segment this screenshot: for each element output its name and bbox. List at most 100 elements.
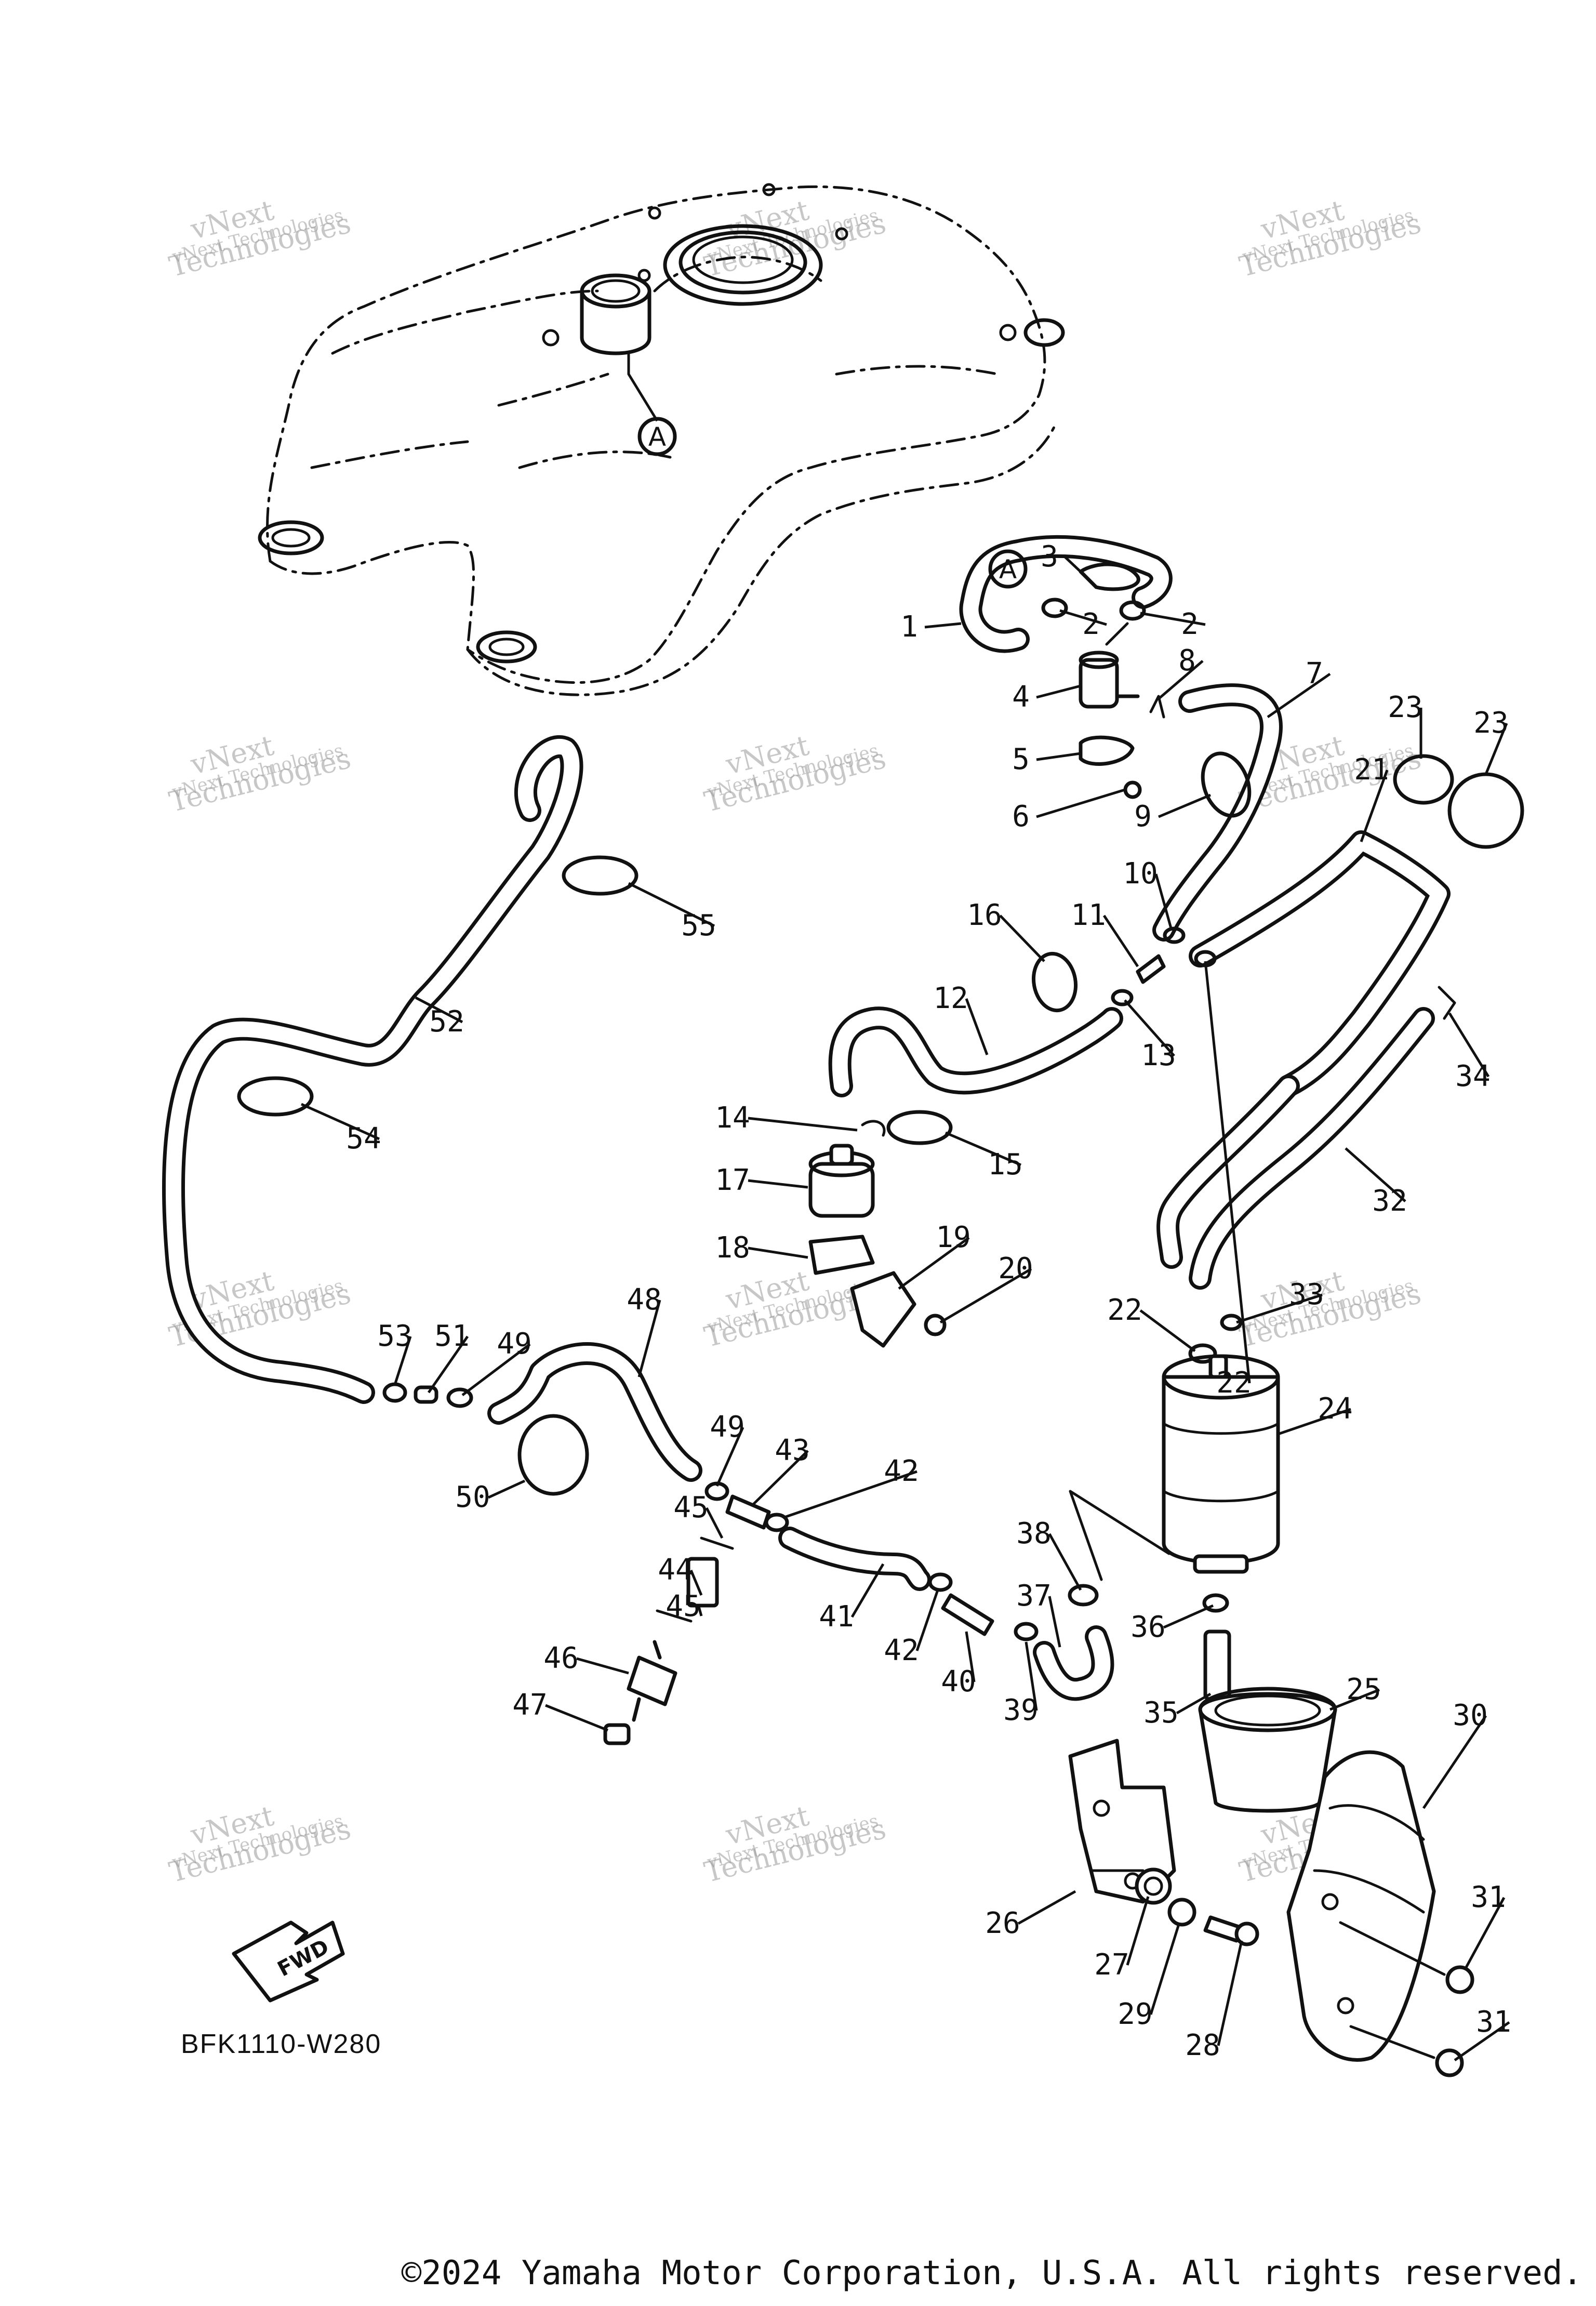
callout-number: 2: [1082, 607, 1100, 641]
callout-number: 42: [884, 1634, 919, 1667]
callout-number: 28: [1185, 2029, 1220, 2062]
leader-line: [784, 1470, 917, 1519]
leader-line: [999, 915, 1045, 962]
leader-line: [748, 1247, 808, 1259]
callout-number: 8: [1178, 644, 1196, 678]
leader-line: [1140, 612, 1206, 626]
callout-number: 24: [1318, 1392, 1352, 1426]
callout-number: 7: [1306, 657, 1323, 691]
leader-line: [1360, 770, 1389, 842]
leader-line: [1139, 1309, 1196, 1353]
leader-line: [1036, 788, 1125, 818]
leader-line: [1454, 2021, 1510, 2062]
callout-number: 37: [1016, 1579, 1051, 1613]
leader-line: [461, 1343, 531, 1396]
callout-number: 46: [543, 1641, 578, 1675]
leader-line: [1158, 660, 1204, 700]
leader-line: [628, 882, 715, 927]
callout-number: 16: [967, 898, 1002, 932]
leader-line: [1025, 1641, 1038, 1711]
leader-line: [850, 1563, 885, 1618]
callout-number: 23: [1473, 706, 1508, 740]
callout-number: 12: [933, 982, 968, 1015]
clamps-and-fittings: [237, 562, 1524, 1745]
leader-line: [1422, 1715, 1487, 1809]
callout-number: 23: [1388, 691, 1422, 724]
callout-number: 4: [1012, 680, 1030, 714]
leader-line: [748, 1179, 808, 1189]
callout-number: 52: [429, 1005, 464, 1039]
callout-number: 22: [1216, 1366, 1251, 1400]
leader-line: [752, 1450, 809, 1505]
callout-number: 1: [900, 610, 918, 644]
fuel-tank: A: [258, 183, 1065, 696]
callout-number: 45: [666, 1589, 700, 1623]
callout-number: 48: [627, 1283, 661, 1317]
leader-line: [1102, 915, 1139, 968]
leader-line: [915, 1589, 939, 1651]
callout-number: 31: [1471, 1880, 1506, 1914]
leader-line: [1059, 609, 1107, 626]
reference-mark-a-hose: A: [999, 554, 1017, 585]
callout-number: 15: [988, 1148, 1022, 1182]
callout-number: 9: [1134, 800, 1152, 833]
leader-line: [487, 1479, 526, 1499]
leader-line: [1036, 684, 1081, 699]
callout-number: 40: [941, 1665, 976, 1699]
leader-line: [1158, 793, 1211, 818]
leader-line: [1048, 1533, 1082, 1591]
leader-line: [1464, 1897, 1506, 1970]
diagram-code: BFK1110-W280: [181, 2029, 382, 2059]
leader-line: [965, 998, 989, 1055]
callout-number: 42: [884, 1454, 919, 1488]
callout-number: 26: [985, 1906, 1020, 1940]
callout-number: 54: [346, 1122, 381, 1156]
leader-line: [1126, 1896, 1150, 1966]
callout-number: 13: [1141, 1039, 1176, 1072]
callout-number: 53: [377, 1319, 412, 1353]
leader-line: [1124, 999, 1175, 1057]
leader-line: [1149, 1922, 1181, 2015]
leader-line: [689, 1570, 703, 1596]
callout-number: 17: [715, 1163, 750, 1197]
callout-number: 19: [936, 1221, 970, 1254]
canister-bracket-assembly: [1068, 1687, 1436, 2062]
leader-line: [1236, 1293, 1323, 1324]
leader-line: [748, 1117, 858, 1132]
callout-number: 14: [715, 1101, 750, 1135]
leader-line: [1345, 1147, 1406, 1202]
callout-number: 32: [1372, 1184, 1407, 1218]
callout-number: 29: [1118, 1997, 1152, 2031]
leader-line: [300, 1103, 380, 1141]
leader-line: [945, 1131, 1021, 1167]
callout-number: 50: [455, 1480, 490, 1514]
forward-direction-arrow: FWD: [232, 1920, 345, 2003]
callout-number: 55: [681, 909, 716, 943]
callout-number: 3: [1041, 540, 1058, 574]
callout-number: 36: [1130, 1610, 1165, 1644]
leader-line: [1329, 1688, 1380, 1711]
leader-line: [1064, 556, 1084, 575]
leader-line: [1036, 752, 1081, 761]
leader-line: [1448, 1012, 1490, 1078]
callout-number: 30: [1453, 1699, 1487, 1732]
callout-number: 45: [673, 1491, 708, 1525]
leader-line: [1048, 1596, 1061, 1648]
callout-number: 35: [1143, 1696, 1178, 1730]
leader-line: [415, 996, 463, 1024]
callout-number: 43: [775, 1434, 809, 1467]
leader-line: [898, 1236, 970, 1290]
leader-line: [715, 1426, 744, 1487]
callout-number: 5: [1012, 743, 1030, 776]
leader-line: [1017, 1890, 1076, 1925]
